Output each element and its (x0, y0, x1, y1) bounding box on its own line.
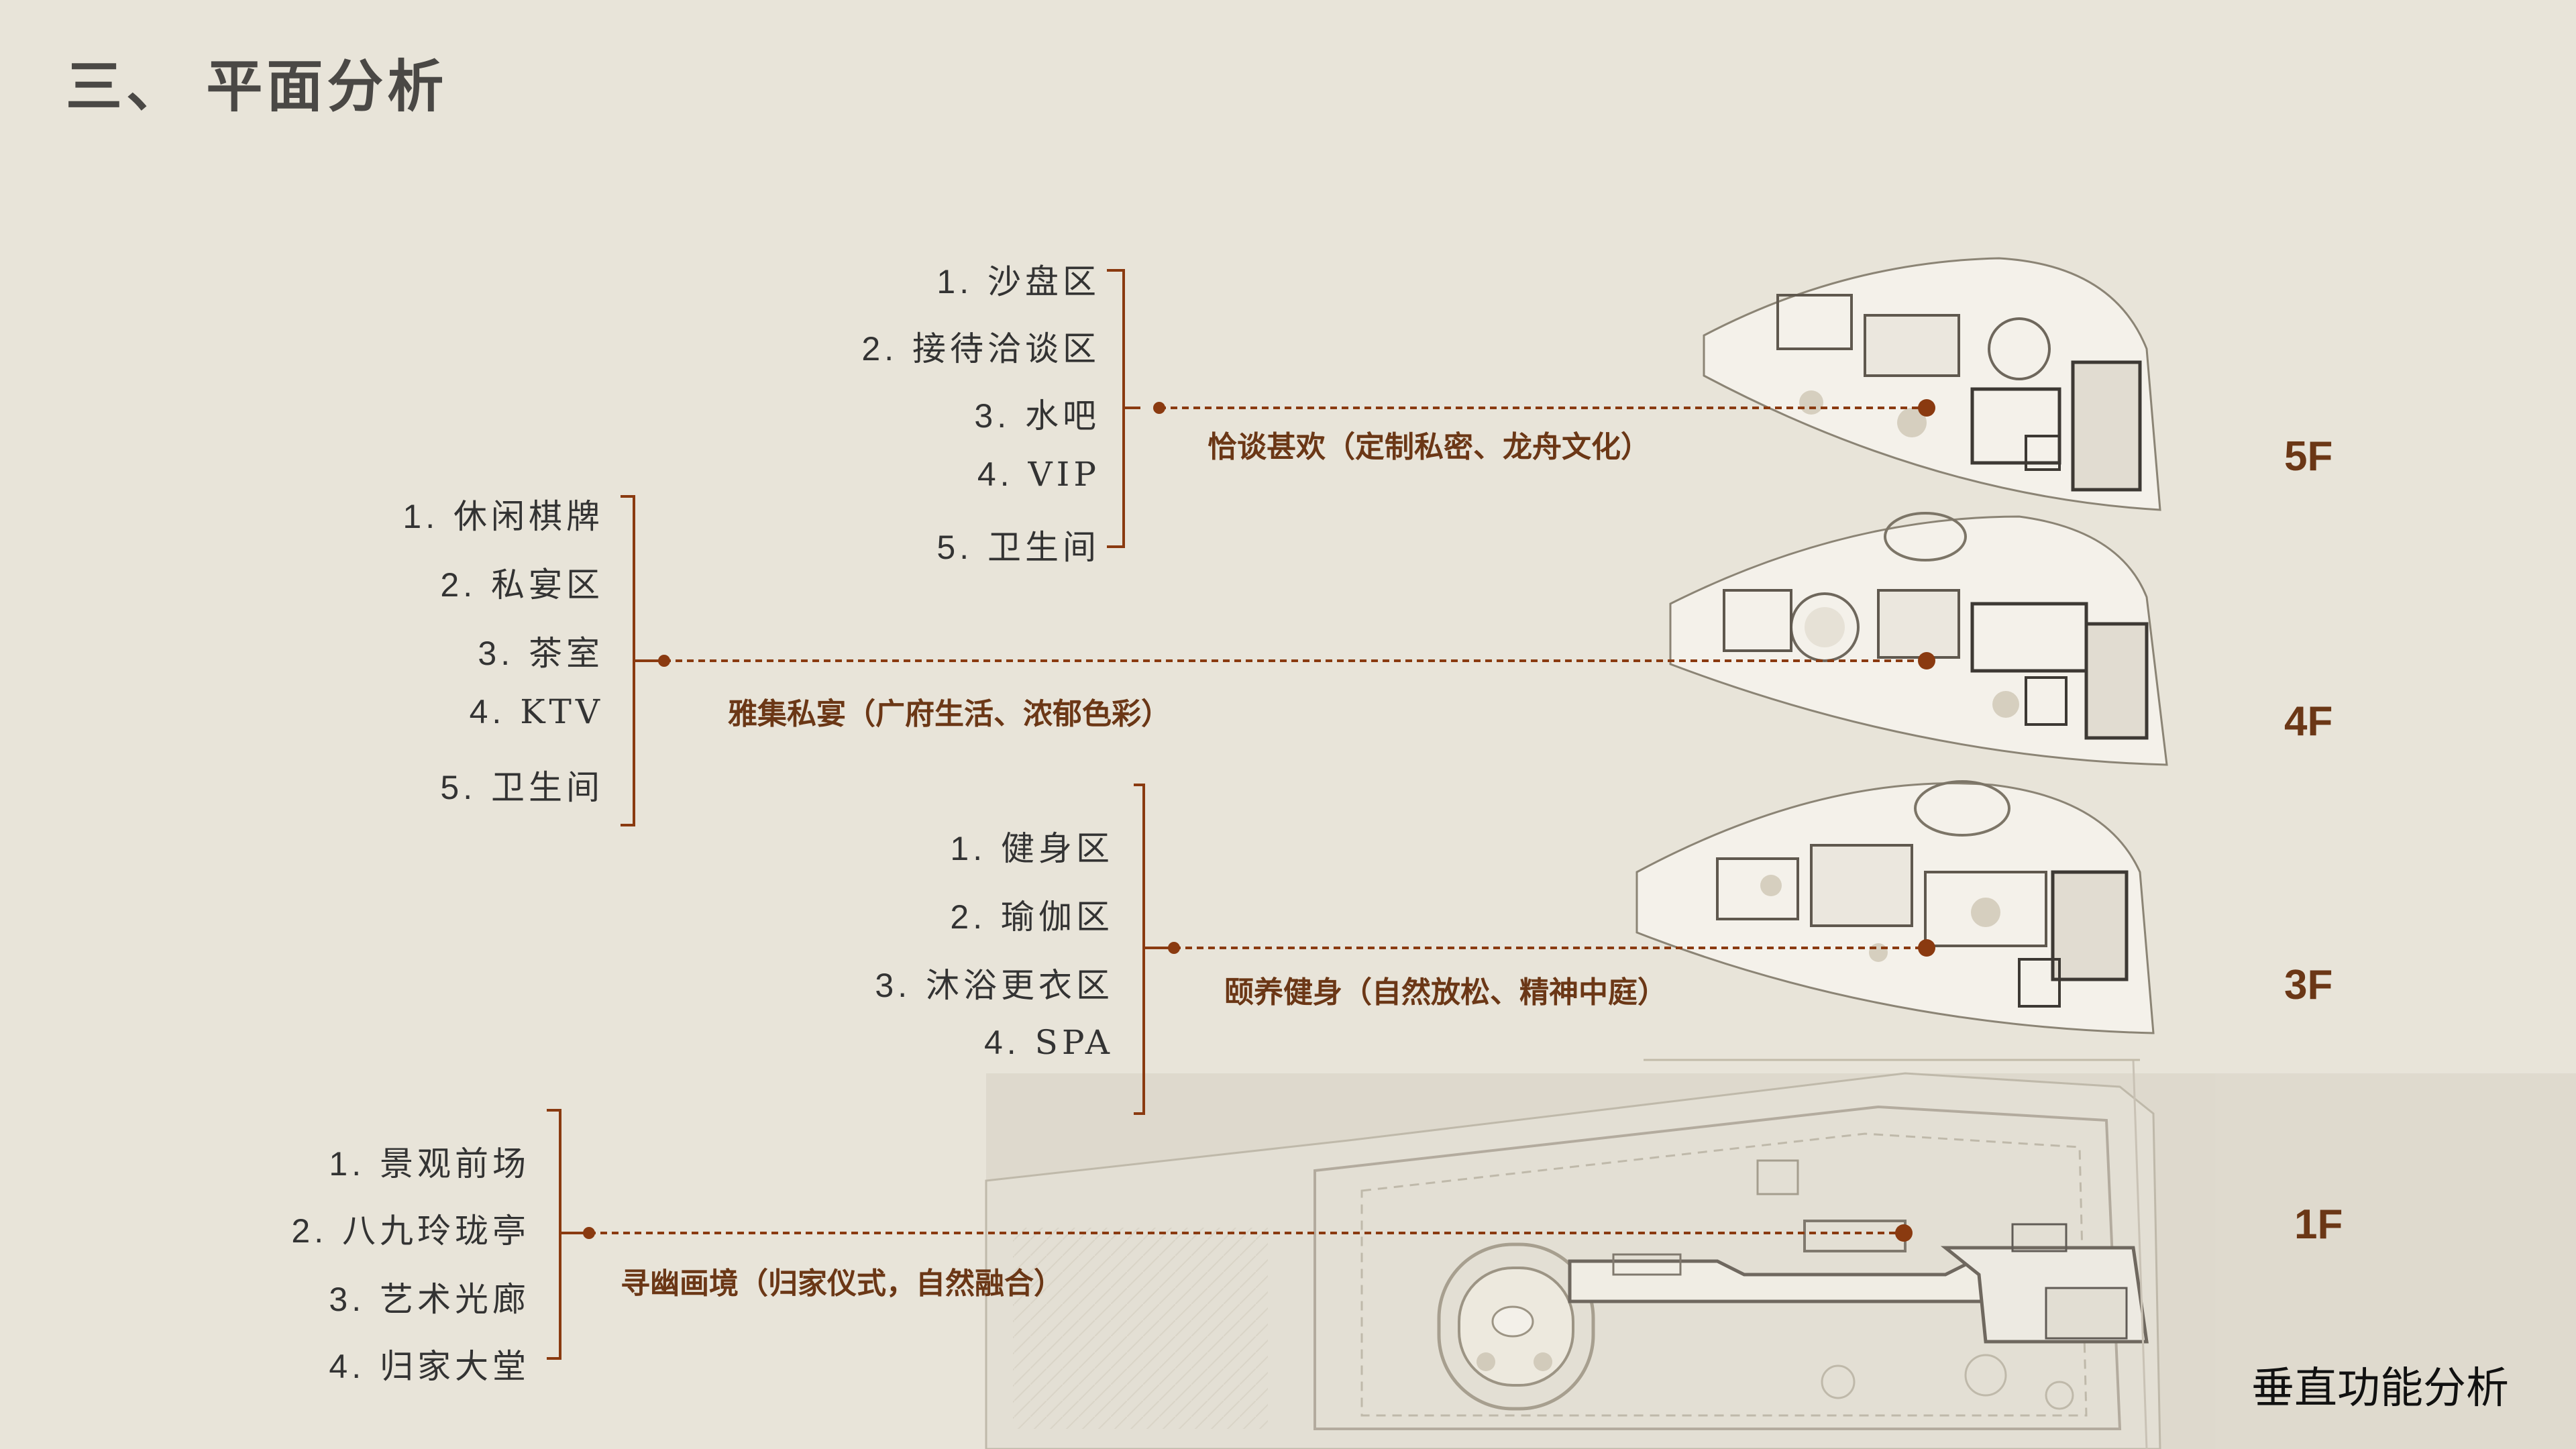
leader-dot (1918, 939, 1935, 957)
leader-dot (1895, 1224, 1913, 1242)
list-item: 5. 卫生间 (936, 528, 1100, 567)
list-item: 1. 休闲棋牌 (402, 497, 604, 536)
list-item: 4. VIP (977, 455, 1100, 494)
floor-label-4f: 4F (2284, 698, 2333, 745)
leader-dot (1153, 402, 1165, 414)
bracket-1f (547, 1109, 561, 1360)
footer-caption: 垂直功能分析 (2251, 1364, 2509, 1412)
list-item: 4. SPA (983, 1023, 1114, 1062)
list-item: 2. 瑜伽区 (950, 898, 1114, 936)
floor-label-1f: 1F (2294, 1201, 2343, 1248)
leader-dot (583, 1227, 595, 1239)
plan-4f (1669, 512, 2168, 766)
bracket-4f (621, 495, 635, 826)
list-item: 1. 沙盘区 (936, 262, 1100, 301)
caption-5f: 恰谈甚欢（定制私密、龙舟文化） (1208, 431, 1650, 464)
list-item: 4. 归家大堂 (329, 1347, 530, 1386)
list-item: 3. 茶室 (478, 634, 604, 673)
list-item: 2. 八九玲珑亭 (291, 1212, 530, 1250)
list-5f: 1. 沙盘区 2. 接待洽谈区 3. 水吧 4. VIP 5. 卫生间 (792, 255, 1100, 567)
list-item: 2. 私宴区 (440, 566, 604, 604)
list-item: 1. 景观前场 (329, 1144, 530, 1183)
list-item: 4. KTV (469, 692, 604, 731)
caption-1f: 寻幽画境（归家仪式，自然融合） (621, 1267, 1063, 1300)
list-item: 1. 健身区 (950, 829, 1114, 868)
list-item: 3. 沐浴更衣区 (875, 966, 1114, 1005)
leader-dot (1918, 652, 1935, 669)
plan-5f (1703, 257, 2161, 511)
floor-label-3f: 3F (2284, 962, 2333, 1008)
list-item: 2. 接待洽谈区 (861, 329, 1100, 368)
plan-1f (985, 1059, 2576, 1449)
leader-dot (658, 655, 670, 667)
list-3f: 1. 健身区 2. 瑜伽区 3. 沐浴更衣区 4. SPA (832, 822, 1114, 1077)
caption-3f: 颐养健身（自然放松、精神中庭） (1224, 976, 1667, 1009)
leader-dot (1918, 399, 1935, 417)
floor-label-5f: 5F (2284, 433, 2333, 480)
list-item: 3. 水吧 (974, 396, 1100, 435)
plan-3f (1635, 780, 2155, 1061)
list-1f: 1. 景观前场 2. 八九玲珑亭 3. 艺术光廊 4. 归家大堂 (268, 1137, 530, 1399)
bracket-3f (1134, 784, 1145, 1115)
list-4f: 1. 休闲棋牌 2. 私宴区 3. 茶室 4. KTV 5. 卫生间 (376, 490, 604, 812)
leader-dot (1168, 942, 1180, 954)
page-title: 三、 平面分析 (66, 55, 448, 118)
list-item: 5. 卫生间 (440, 768, 604, 807)
caption-4f: 雅集私宴（广府生活、浓郁色彩） (728, 698, 1171, 731)
list-item: 3. 艺术光廊 (329, 1280, 530, 1319)
bracket-5f (1107, 269, 1125, 548)
